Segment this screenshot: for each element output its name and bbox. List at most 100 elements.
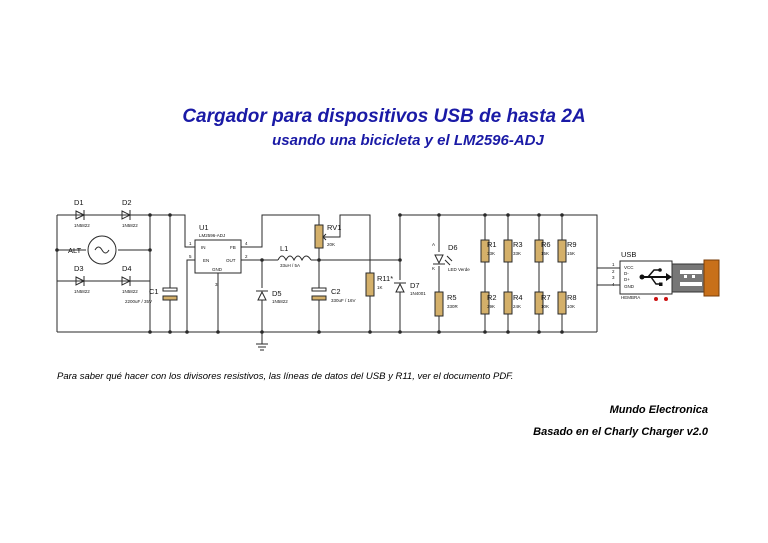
r4-value: 24K: [513, 304, 521, 309]
d5-value: 1N5822: [272, 299, 288, 304]
rv1-value: 20K: [327, 242, 335, 247]
r5-ref: R5: [447, 293, 457, 302]
diode-d2: D2 1N5822: [121, 198, 138, 228]
d2-value: 1N5822: [122, 223, 138, 228]
d3-value: 1N5822: [74, 289, 90, 294]
resistor-r2: R2 39K: [480, 291, 497, 315]
resistor-r4: R4 24K: [503, 291, 523, 315]
usb-vcc: VCC: [624, 265, 634, 270]
resistor-r1: R1 33K: [480, 239, 497, 263]
usb-pin-1: 1: [612, 262, 615, 267]
l1-value: 33uH / 5A: [280, 263, 300, 268]
u1-pin-3: 3: [215, 282, 218, 287]
alt-label: ALT: [68, 246, 82, 255]
l1-ref: L1: [280, 244, 288, 253]
d6-ref: D6: [448, 243, 458, 252]
u1-value: LM2596-ADJ: [199, 233, 225, 238]
led-d6: A K D6 LED Verde: [432, 242, 470, 272]
r2-ref: R2: [487, 293, 497, 302]
diode-d1: D1 1N5822: [74, 198, 90, 228]
r6-value: 15K: [541, 251, 549, 256]
usb-pin-4: 4: [612, 282, 615, 287]
resistor-r11: R11* 1K: [365, 272, 393, 297]
usb-dp: D+: [624, 277, 630, 282]
d1-ref: D1: [74, 198, 84, 207]
schematic-title: Cargador para dispositivos USB de hasta …: [182, 106, 586, 127]
alternator-source: ALT: [68, 235, 117, 265]
r2-value: 39K: [487, 304, 495, 309]
credit-based-on: Basado en el Charly Charger v2.0: [533, 426, 708, 438]
r1-value: 33K: [487, 251, 495, 256]
u1-ref: U1: [199, 223, 209, 232]
inductor-l1: L1 33uH / 5A: [277, 244, 312, 268]
usb-pin-3: 3: [612, 275, 615, 280]
credit-author: Mundo Electronica: [609, 404, 708, 416]
capacitor-c1: C1 2200uF / 35V: [125, 287, 178, 304]
r4-ref: R4: [513, 293, 523, 302]
d5-ref: D5: [272, 289, 282, 298]
u1-pin-5: 5: [189, 254, 192, 259]
junction-dots: [55, 213, 564, 334]
r3-value: 33K: [513, 251, 521, 256]
u1-pin-4: 4: [245, 241, 248, 246]
usb-type: HEMBRA: [621, 295, 640, 300]
c2-value: 330uF / 16V: [331, 298, 356, 303]
c2-ref: C2: [331, 287, 341, 296]
u1-pin-en: EN: [203, 258, 209, 263]
r3-ref: R3: [513, 240, 523, 249]
d7-ref: D7: [410, 281, 420, 290]
c1-ref: C1: [149, 287, 159, 296]
wires: [56, 214, 620, 351]
u1-pin-fb: FB: [230, 245, 236, 250]
r7-ref: R7: [541, 293, 551, 302]
r8-ref: R8: [567, 293, 577, 302]
u1-pin-out: OUT: [226, 258, 236, 263]
rv1-ref: RV1: [327, 223, 341, 232]
usb-ref: USB: [621, 250, 636, 259]
u1-pin-gnd: GND: [212, 267, 223, 272]
svg-text:A: A: [432, 242, 435, 247]
usb-symbol-icon: [639, 268, 672, 286]
r7-value: 10K: [541, 304, 549, 309]
resistor-r6: R6 15K: [534, 239, 551, 263]
potentiometer-rv1: RV1 20K: [314, 223, 341, 249]
u1-pin-in: IN: [201, 245, 206, 250]
diode-d4: D4 1N5822: [121, 264, 138, 294]
d4-ref: D4: [122, 264, 132, 273]
schematic-subtitle: usando una bicicleta y el LM2596-ADJ: [272, 132, 544, 149]
resistor-r3: R3 33K: [503, 239, 523, 263]
resistor-r7: R7 10K: [534, 291, 551, 315]
resistor-r8: R8 10K: [557, 291, 577, 315]
c1-value: 2200uF / 35V: [125, 299, 152, 304]
r11-value: 1K: [377, 285, 383, 290]
usb-gnd: GND: [624, 284, 635, 289]
r8-value: 10K: [567, 304, 575, 309]
r9-ref: R9: [567, 240, 577, 249]
regulator-u1: U1 LM2596-ADJ IN FB EN OUT GND 1 4 5 2 3: [189, 223, 248, 287]
diode-d7: D7 1N4001: [394, 281, 426, 296]
resistor-r9: R9 15K: [557, 239, 577, 263]
capacitor-c2: C2 330uF / 16V: [311, 287, 356, 303]
d1-value: 1N5822: [74, 223, 90, 228]
usb-pin-2: 2: [612, 269, 615, 274]
resistor-r5: R5 330R: [434, 291, 459, 317]
svg-text:K: K: [432, 266, 435, 271]
usb-dm: D-: [624, 271, 629, 276]
schematic-note: Para saber qué hacer con los divisores r…: [57, 370, 514, 382]
usb-connector: USB VCC D- D+ GND 1 2 3 4 HEMBRA: [612, 250, 720, 301]
d7-value: 1N4001: [410, 291, 426, 296]
u1-pin-2: 2: [245, 254, 248, 259]
r9-value: 15K: [567, 251, 575, 256]
r5-value: 330R: [447, 304, 459, 309]
r11-ref: R11*: [377, 274, 393, 283]
d4-value: 1N5822: [122, 289, 138, 294]
r6-ref: R6: [541, 240, 551, 249]
r1-ref: R1: [487, 240, 497, 249]
diode-d5: D5 1N5822: [256, 289, 288, 304]
diode-d3: D3 1N5822: [74, 264, 90, 294]
d6-value: LED Verde: [448, 267, 470, 272]
u1-pin-1: 1: [189, 241, 192, 246]
d2-ref: D2: [122, 198, 132, 207]
d3-ref: D3: [74, 264, 84, 273]
